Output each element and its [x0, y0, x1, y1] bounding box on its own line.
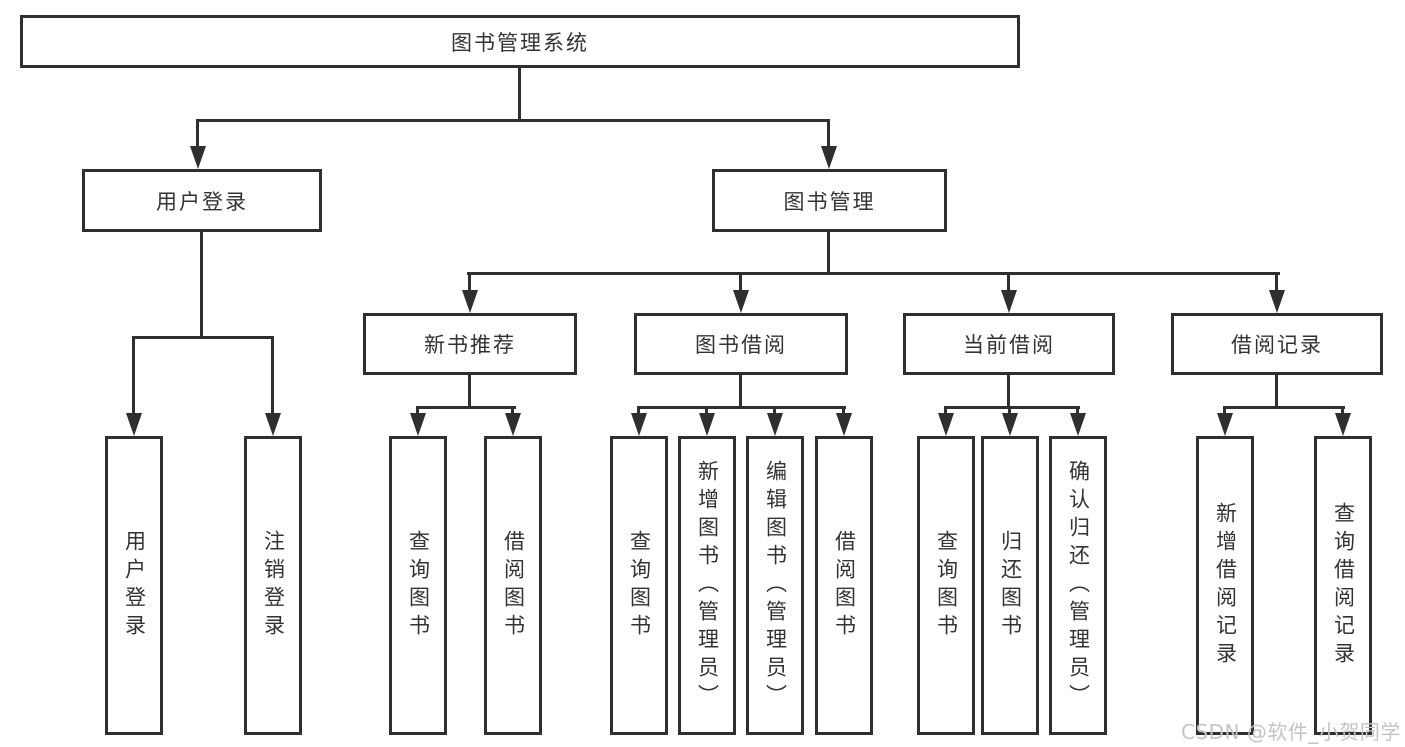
- arrowhead-to-nb-query: [410, 413, 426, 436]
- arrowhead-to-br-add: [1217, 413, 1233, 436]
- arrowhead-to-br-query: [1335, 413, 1351, 436]
- leaf-label: 归还图书: [998, 529, 1023, 642]
- connector-root-drop-right: [827, 119, 830, 147]
- csdn-watermark: CSDN @软件_小贺同学: [1181, 720, 1401, 744]
- arrowhead-to-user-login: [190, 146, 206, 169]
- connector-new-books-drop-2: [511, 406, 514, 415]
- leaf-newbook-borrow-books: 借阅图书: [484, 436, 542, 735]
- node-book-management: 图书管理: [712, 169, 947, 232]
- connector-borrow-records-drop-1: [1223, 406, 1226, 415]
- arrowhead-to-bb-borrow: [836, 413, 852, 436]
- connector-drop-new-books: [468, 272, 471, 291]
- leaf-newbook-query-books: 查询图书: [389, 436, 447, 735]
- node-borrow-records: 借阅记录: [1171, 313, 1383, 375]
- connector-new-books-bar: [416, 406, 516, 409]
- connector-user-login-stem: [200, 232, 203, 336]
- connector-root-bar: [196, 119, 830, 122]
- arrowhead-to-new-book-recommend: [462, 290, 478, 313]
- node-label: 新书推荐: [424, 333, 516, 357]
- node-label: 图书管理系统: [451, 30, 589, 55]
- leaf-current-confirm-return-admin: 确认归还（管理员）: [1049, 436, 1107, 735]
- connector-borrow-records-drop-2: [1341, 406, 1344, 415]
- connector-book-borrow-drop-2: [705, 406, 708, 415]
- arrowhead-to-book-borrow: [733, 290, 749, 313]
- node-label: 借阅记录: [1231, 333, 1323, 357]
- arrowhead-to-nb-borrow: [505, 413, 521, 436]
- connector-user-login-drop-1: [132, 336, 135, 414]
- node-new-book-recommend: 新书推荐: [363, 313, 577, 375]
- leaf-label: 借阅图书: [832, 529, 857, 642]
- leaf-label: 查询借阅记录: [1331, 501, 1356, 670]
- leaf-label: 查询图书: [627, 529, 652, 642]
- connector-current-borrow-bar: [944, 406, 1080, 409]
- arrowhead-to-cb-return: [1002, 413, 1018, 436]
- connector-root-stem: [518, 68, 521, 119]
- node-library-management-system: 图书管理系统: [20, 15, 1020, 68]
- leaf-label: 查询图书: [406, 529, 431, 642]
- leaf-records-query-borrow-record: 查询借阅记录: [1314, 436, 1372, 735]
- arrowhead-to-cb-confirm: [1070, 413, 1086, 436]
- leaf-label: 确认归还（管理员）: [1066, 459, 1091, 712]
- connector-user-login-bar: [132, 336, 274, 339]
- leaf-bookborrow-add-books-admin: 新增图书（管理员）: [678, 436, 736, 735]
- node-user-login: 用户登录: [82, 169, 322, 232]
- connector-current-borrow-drop-1: [944, 406, 947, 415]
- connector-root-drop-left: [196, 119, 199, 147]
- leaf-bookborrow-edit-books-admin: 编辑图书（管理员）: [746, 436, 804, 735]
- leaf-current-query-books: 查询图书: [917, 436, 975, 735]
- leaf-label: 用户登录: [122, 529, 147, 642]
- arrowhead-to-cb-query: [938, 413, 954, 436]
- arrowhead-to-current-borrow: [1001, 290, 1017, 313]
- connector-book-mgmt-bar: [467, 272, 1280, 275]
- leaf-label: 新增图书（管理员）: [695, 459, 720, 712]
- connector-book-borrow-drop-1: [637, 406, 640, 415]
- node-label: 图书管理: [783, 189, 876, 214]
- leaf-user-login: 用户登录: [105, 436, 163, 735]
- arrowhead-to-book-management: [821, 146, 837, 169]
- arrowhead-to-borrow-records: [1269, 290, 1285, 313]
- connector-drop-current-borrow: [1007, 272, 1010, 291]
- leaf-label: 编辑图书（管理员）: [763, 459, 788, 712]
- leaf-label: 借阅图书: [501, 529, 526, 642]
- connector-drop-borrow-records: [1275, 272, 1278, 291]
- connector-current-borrow-drop-3: [1076, 406, 1079, 415]
- connector-book-borrow-drop-3: [773, 406, 776, 415]
- connector-book-borrow-drop-4: [842, 406, 845, 415]
- connector-current-borrow-stem: [1007, 375, 1010, 406]
- connector-new-books-drop-1: [416, 406, 419, 415]
- node-book-borrow: 图书借阅: [634, 313, 848, 375]
- arrowhead-to-leaf-user-login: [126, 413, 142, 436]
- arrowhead-to-bb-add: [699, 413, 715, 436]
- arrowhead-to-bb-edit: [767, 413, 783, 436]
- leaf-current-return-books: 归还图书: [981, 436, 1039, 735]
- leaf-bookborrow-borrow-books: 借阅图书: [815, 436, 873, 735]
- leaf-records-add-borrow-record: 新增借阅记录: [1196, 436, 1254, 735]
- connector-user-login-drop-2: [271, 336, 274, 414]
- node-label: 用户登录: [156, 189, 248, 214]
- node-current-borrow: 当前借阅: [903, 313, 1115, 375]
- leaf-label: 查询图书: [934, 529, 959, 642]
- arrowhead-to-bb-query: [631, 413, 647, 436]
- connector-borrow-records-stem: [1275, 375, 1278, 406]
- connector-current-borrow-drop-2: [1008, 406, 1011, 415]
- connector-new-books-stem: [468, 375, 471, 406]
- leaf-logout: 注销登录: [244, 436, 302, 735]
- arrowhead-to-leaf-logout: [265, 413, 281, 436]
- connector-book-mgmt-stem: [827, 232, 830, 272]
- leaf-label: 新增借阅记录: [1213, 501, 1238, 670]
- connector-book-borrow-bar: [637, 406, 846, 409]
- leaf-bookborrow-query-books: 查询图书: [610, 436, 668, 735]
- connector-borrow-records-bar: [1223, 406, 1345, 409]
- connector-drop-book-borrow: [739, 272, 742, 291]
- connector-book-borrow-stem: [739, 375, 742, 406]
- node-label: 图书借阅: [695, 333, 787, 357]
- node-label: 当前借阅: [963, 333, 1055, 357]
- leaf-label: 注销登录: [261, 529, 286, 642]
